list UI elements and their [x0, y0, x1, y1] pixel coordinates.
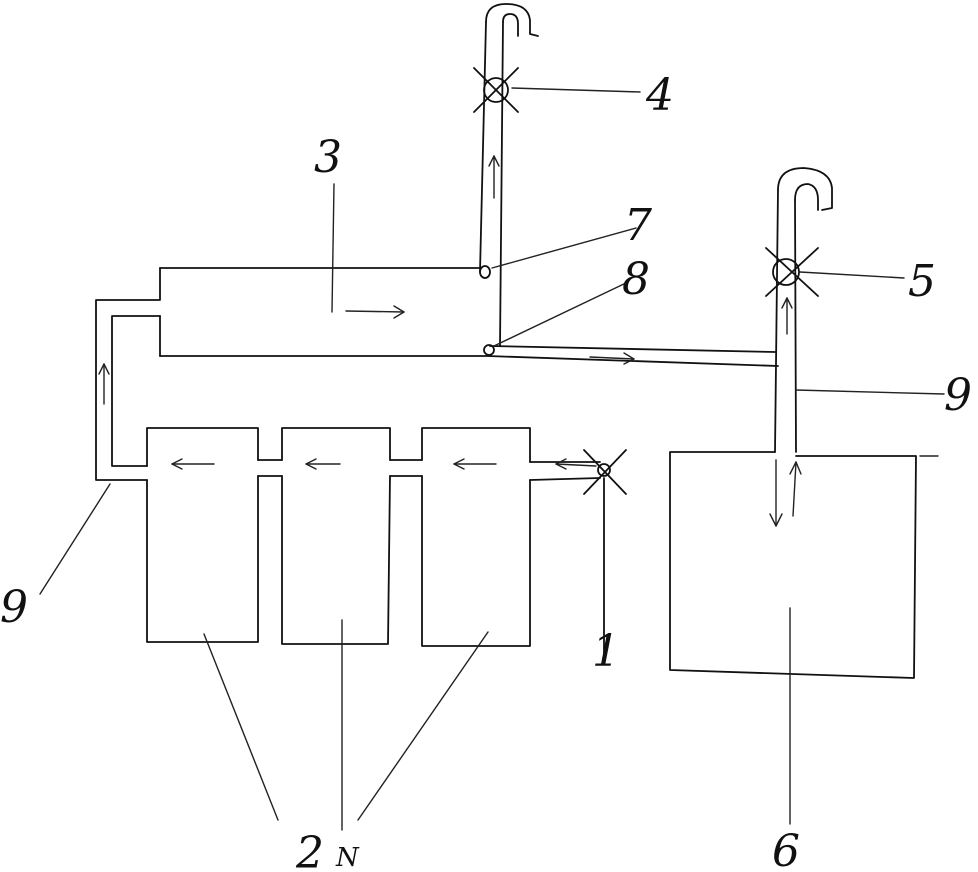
arrow-tank2-left — [305, 458, 341, 470]
arrow-left-pipe-up — [98, 363, 110, 405]
flow-arrows — [98, 155, 802, 527]
arrow-vessel-right — [345, 305, 405, 319]
label-valve-4: 4 — [645, 70, 674, 121]
leader-lines — [39, 87, 945, 831]
arrow-tank1-left — [171, 458, 215, 470]
arrow-riser-up — [488, 155, 500, 199]
label-pipe-9-right: 9 — [944, 370, 972, 421]
tank-series-2N — [146, 427, 605, 663]
valve-4-icon — [473, 67, 519, 113]
riser-pipe-right — [774, 167, 833, 453]
label-vessel-3: 3 — [314, 132, 342, 183]
valve-5-icon — [765, 247, 819, 297]
vessel-3 — [95, 267, 779, 481]
arrow-tank3-left — [453, 458, 497, 470]
arrow-outlet-right — [589, 352, 635, 365]
riser-pipe-top — [479, 3, 539, 356]
collector-tank-6 — [669, 451, 939, 679]
label-port-8: 8 — [622, 254, 650, 305]
arrow-collector-up — [789, 461, 802, 517]
arrow-collector-down — [769, 459, 783, 527]
label-pipe-9-left: 9 — [0, 582, 28, 633]
label-inlet-1: 1 — [592, 626, 620, 677]
label-collector-6: 6 — [772, 826, 800, 872]
label-valve-5: 5 — [908, 256, 936, 307]
label-tanks-2: 2 — [295, 828, 324, 872]
arrow-inlet-left — [555, 458, 597, 470]
label-tanks-subscript: N — [335, 843, 360, 872]
label-port-7: 7 — [624, 200, 652, 251]
inlet-valve-icon — [583, 449, 627, 495]
arrow-right-riser-up — [781, 297, 793, 335]
